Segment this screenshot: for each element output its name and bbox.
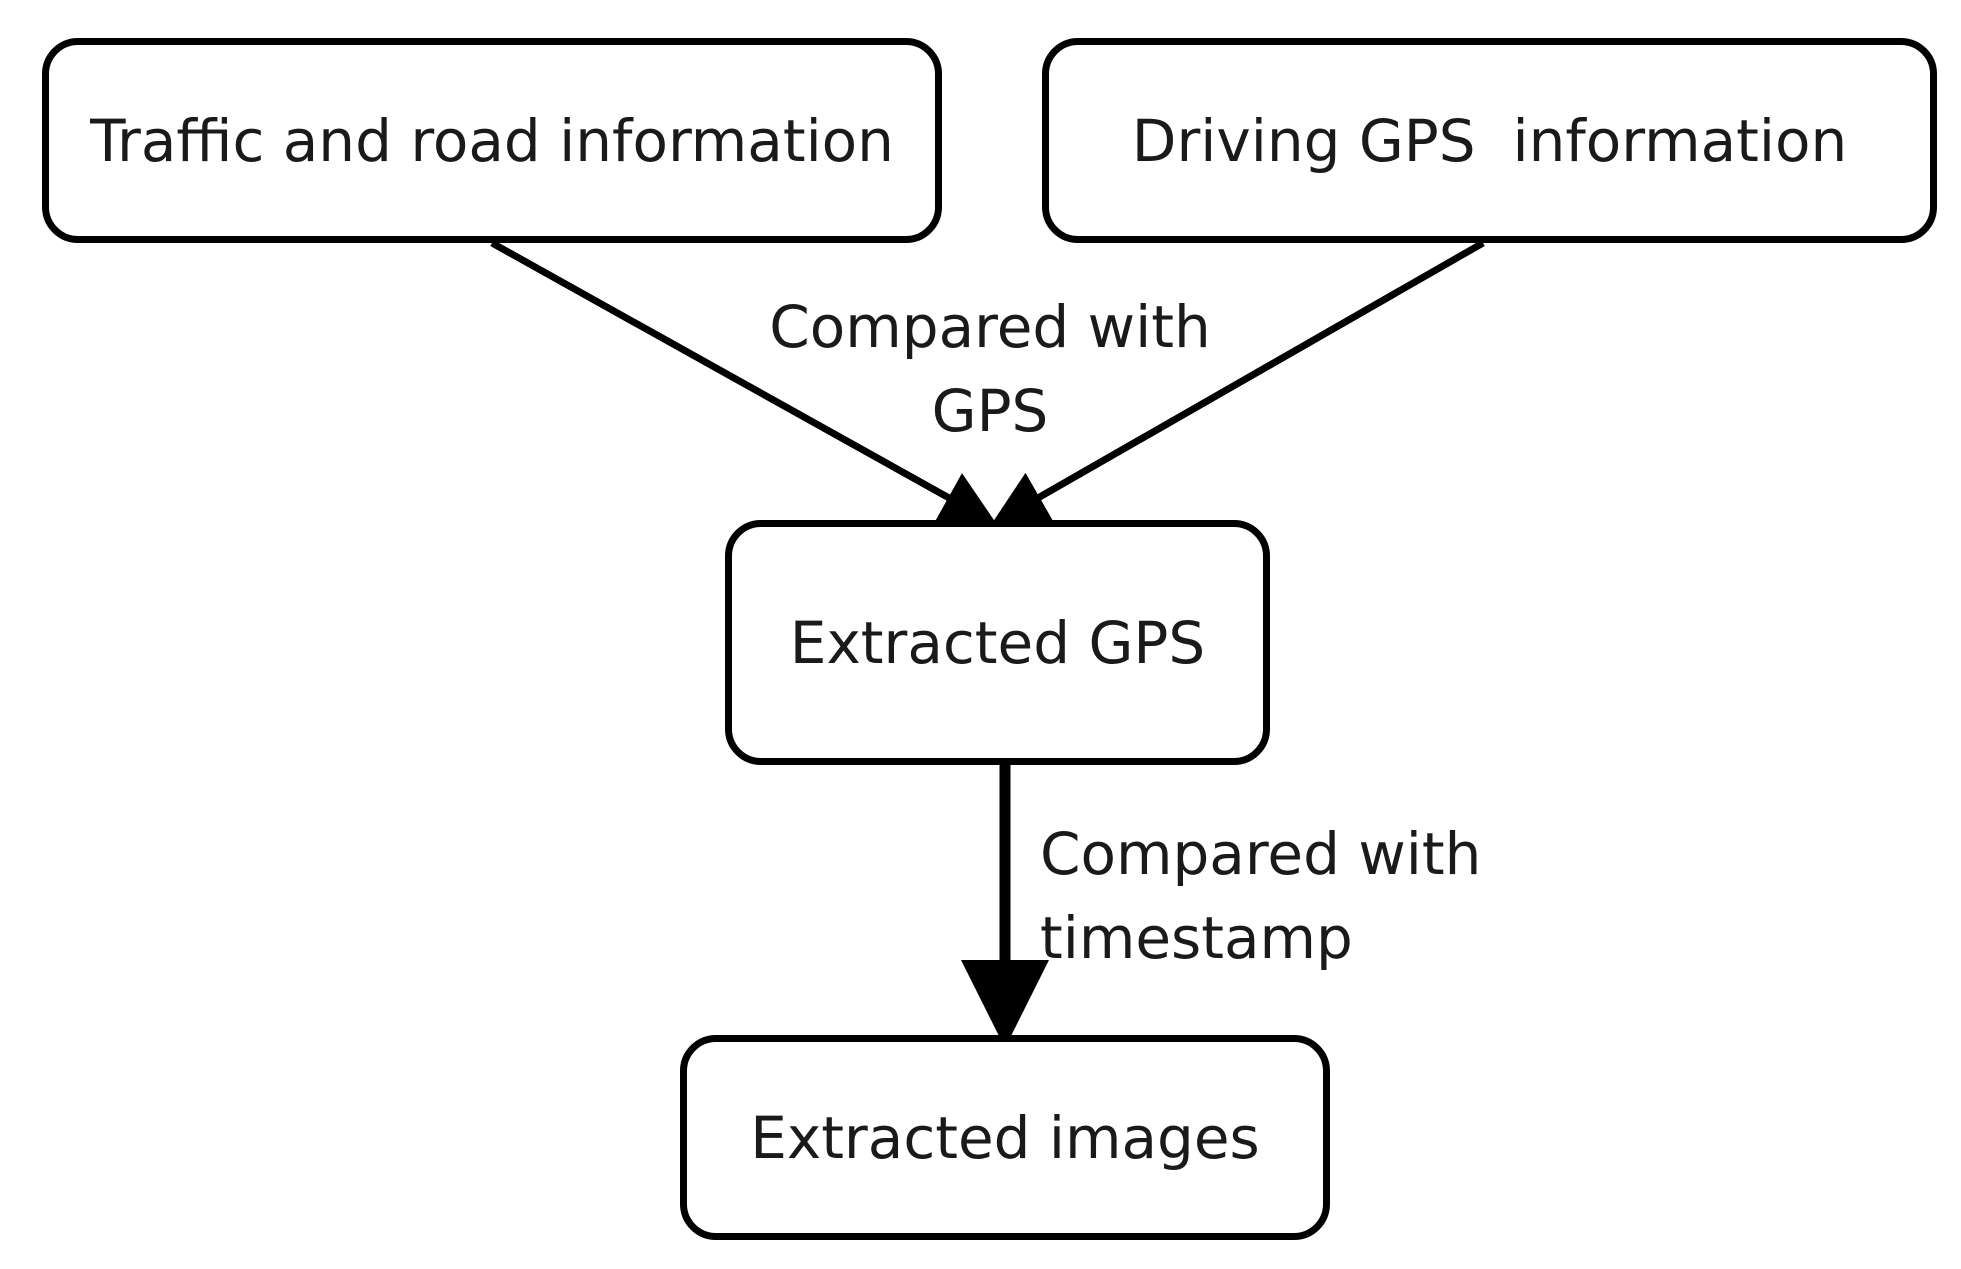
extracted-gps-box: Extracted GPS bbox=[725, 520, 1270, 765]
extracted-images-label: Extracted images bbox=[750, 1103, 1260, 1172]
traffic-road-info-box: Traffic and road information bbox=[42, 38, 942, 243]
compared-with-gps-line2: GPS bbox=[931, 377, 1049, 445]
compared-with-timestamp-line1: Compared with bbox=[1040, 820, 1482, 888]
compared-with-timestamp-line2: timestamp bbox=[1040, 904, 1353, 972]
traffic-road-info-label: Traffic and road information bbox=[90, 106, 894, 175]
compared-with-timestamp-label: Compared with timestamp bbox=[1040, 812, 1481, 980]
extracted-gps-label: Extracted GPS bbox=[789, 608, 1206, 677]
arrow-traffic-to-gps bbox=[490, 239, 998, 525]
compared-with-gps-line1: Compared with bbox=[769, 293, 1211, 361]
extracted-images-box: Extracted images bbox=[680, 1035, 1330, 1240]
driving-gps-info-box: Driving GPS information bbox=[1042, 38, 1937, 243]
compared-with-gps-label: Compared with GPS bbox=[765, 285, 1215, 453]
arrow-driving-to-gps bbox=[990, 239, 1485, 525]
driving-gps-info-label: Driving GPS information bbox=[1131, 106, 1848, 175]
